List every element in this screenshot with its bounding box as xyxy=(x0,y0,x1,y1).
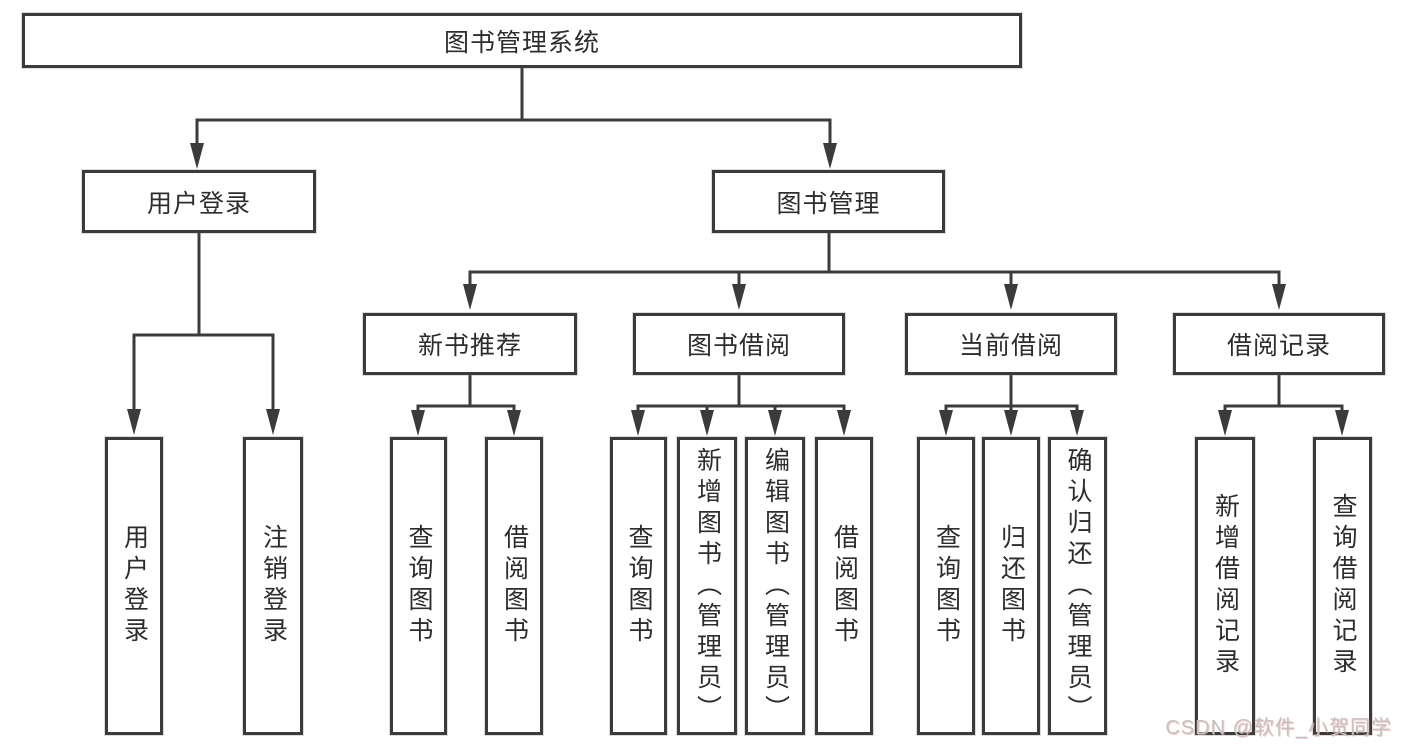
arrowhead xyxy=(1004,284,1018,310)
arrowhead xyxy=(463,284,477,310)
leaf-node-query-borrow-record: 查询借阅记录 xyxy=(1313,437,1372,735)
arrowhead xyxy=(190,143,204,169)
leaf-node-query-books-3-label: 查询图书 xyxy=(932,524,961,648)
leaf-node-query-books-3: 查询图书 xyxy=(917,437,975,735)
leaf-node-user-login-label: 用户登录 xyxy=(120,524,149,648)
level3-branch-line xyxy=(468,270,1281,287)
arrowhead xyxy=(1218,410,1232,436)
arrowhead xyxy=(411,410,425,436)
leaf-node-user-login: 用户登录 xyxy=(105,437,163,735)
node-borrow-record: 借阅记录 xyxy=(1173,313,1385,375)
node-root-system-label: 图书管理系统 xyxy=(443,28,600,57)
node-new-book-recommend-label: 新书推荐 xyxy=(417,332,522,360)
leaf-node-query-books-1: 查询图书 xyxy=(390,437,447,735)
arrowhead xyxy=(700,410,714,436)
arrowhead xyxy=(1004,410,1018,436)
node-current-borrow-label: 当前借阅 xyxy=(958,332,1063,360)
leaf-node-add-book-admin: 新增图书（管理员） xyxy=(677,437,737,735)
leaf-node-borrow-books-2-label: 借阅图书 xyxy=(830,524,859,648)
user-login-split-line xyxy=(132,333,275,411)
leaf-node-confirm-return-admin-label: 确认归还（管理员） xyxy=(1064,446,1092,726)
arrowhead xyxy=(1335,410,1349,436)
arrowhead xyxy=(732,284,746,310)
arrowhead xyxy=(823,143,837,169)
leaf-node-borrow-books-2: 借阅图书 xyxy=(815,437,873,735)
node-root-system: 图书管理系统 xyxy=(22,13,1022,68)
node-current-borrow: 当前借阅 xyxy=(905,313,1117,375)
node-user-login-label: 用户登录 xyxy=(146,189,251,218)
arrowhead xyxy=(939,410,953,436)
new-book-split-line xyxy=(416,404,516,413)
csdn-watermark: CSDN @软件_小贺同学 xyxy=(1165,717,1392,739)
arrowhead xyxy=(507,410,521,436)
leaf-node-logout-label: 注销登录 xyxy=(259,524,288,648)
arrowhead xyxy=(266,409,280,435)
leaf-node-query-books-2: 查询图书 xyxy=(610,437,667,735)
leaf-node-add-borrow-record-label: 新增借阅记录 xyxy=(1211,493,1240,679)
leaf-node-logout: 注销登录 xyxy=(243,437,303,735)
node-book-management: 图书管理 xyxy=(712,170,945,233)
borrow-record-split-line xyxy=(1223,404,1344,413)
leaf-node-query-borrow-record-label: 查询借阅记录 xyxy=(1329,493,1357,679)
arrowhead xyxy=(1070,410,1084,436)
leaf-node-return-book: 归还图书 xyxy=(982,437,1040,735)
level2-branch-line xyxy=(195,118,832,147)
node-book-borrow: 图书借阅 xyxy=(633,313,845,375)
arrowhead xyxy=(1272,284,1286,310)
leaf-node-confirm-return-admin: 确认归还（管理员） xyxy=(1048,437,1107,735)
node-new-book-recommend: 新书推荐 xyxy=(363,313,577,375)
leaf-node-edit-book-admin-label: 编辑图书（管理员） xyxy=(761,446,790,726)
node-book-borrow-label: 图书借阅 xyxy=(686,332,791,360)
node-book-management-label: 图书管理 xyxy=(776,189,881,218)
arrowhead xyxy=(768,410,782,436)
arrowhead xyxy=(631,410,645,436)
leaf-node-edit-book-admin: 编辑图书（管理员） xyxy=(745,437,805,735)
leaf-node-borrow-books-1: 借阅图书 xyxy=(485,437,543,735)
node-user-login: 用户登录 xyxy=(82,170,316,233)
book-borrow-split-line xyxy=(636,404,846,413)
leaf-node-query-books-1-label: 查询图书 xyxy=(405,524,433,648)
node-borrow-record-label: 借阅记录 xyxy=(1226,332,1331,360)
arrowhead xyxy=(127,409,141,435)
leaf-node-add-book-admin-label: 新增图书（管理员） xyxy=(693,446,722,726)
leaf-node-return-book-label: 归还图书 xyxy=(997,524,1026,648)
leaf-node-borrow-books-1-label: 借阅图书 xyxy=(500,524,529,648)
leaf-node-add-borrow-record: 新增借阅记录 xyxy=(1195,437,1255,735)
arrowhead xyxy=(837,410,851,436)
leaf-node-query-books-2-label: 查询图书 xyxy=(625,524,653,648)
